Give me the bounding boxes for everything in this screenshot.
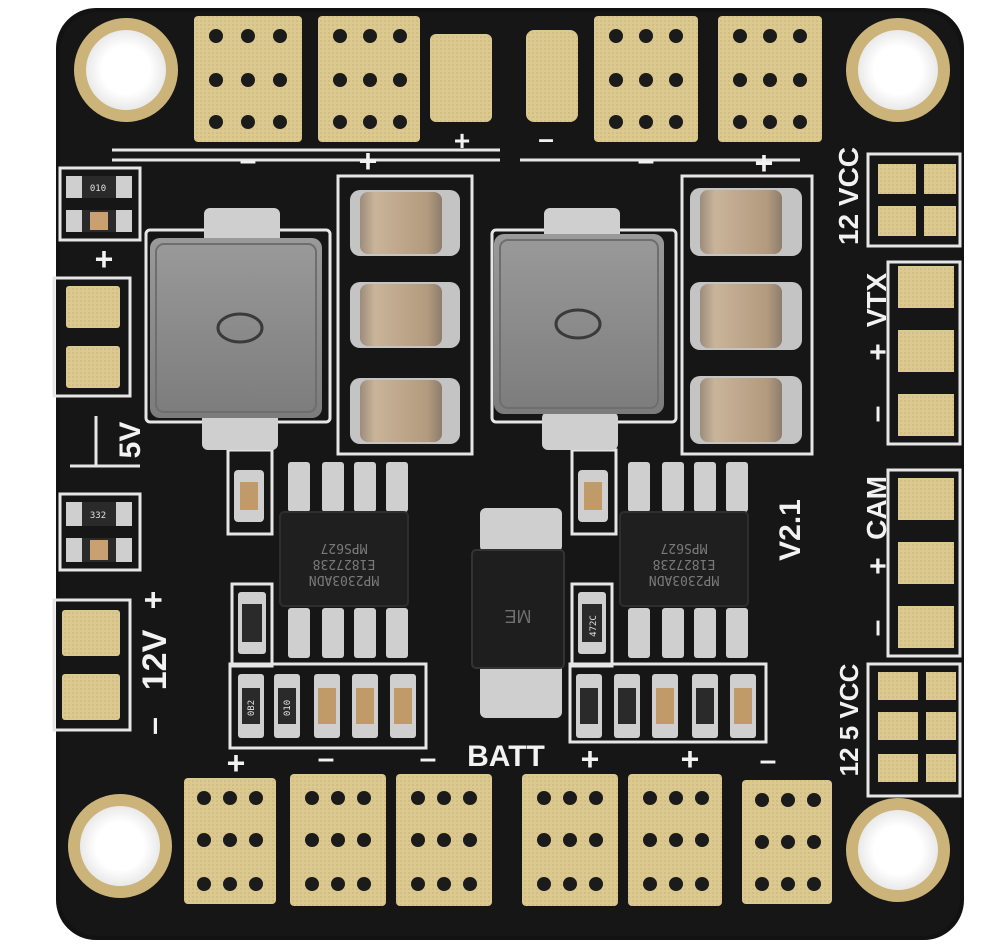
left-pads [62,176,132,720]
pad-vtx-3 [898,394,954,436]
mounting-hole-top-right [846,18,950,122]
label-bottom-minus-1: – [318,742,335,775]
bottom-pad-5 [628,774,722,906]
label-bottom-minus-3: – [760,744,777,777]
res-010-marking: 010 [90,184,106,194]
label-top-plus-pad: + [454,125,470,156]
label-125vcc: 12 5 VCC [834,663,864,776]
top-pad-2 [318,16,420,142]
diode-marking: ME [505,606,532,626]
top-pad-minus [526,30,578,122]
bottom-pad-3 [396,774,492,906]
ic-right-marking: MP2303ADNE1827238MPS627 [649,540,719,587]
regulator-ic-right: MP2303ADNE1827238MPS627 [619,511,749,607]
silkscreen-labels: – + + – – + + 5V 12V + – 12 VCC VTX + – … [95,123,895,781]
mounting-hole-top-left [74,18,178,122]
bottom-pad-4 [522,774,618,906]
bottom-pad-6 [742,780,832,904]
right-pads [878,164,956,782]
pad-vtx-2 [898,330,954,372]
pad-cam-1 [898,478,954,520]
res-0b2-marking: 0B2 [247,700,257,716]
label-cam: CAM [861,476,892,540]
res-332-marking: 332 [90,511,106,521]
regulator-ic-left: MP2303ADNE1827238MPS627 [279,511,409,607]
res-010b-marking: 010 [283,700,293,716]
label-batt: BATT [467,740,545,773]
inductor-left [150,208,322,450]
inductor-right [494,208,664,450]
top-pads [194,16,822,142]
label-12v: 12V [136,629,174,690]
label-top-plus-right: + [755,145,774,181]
label-bottom-plus-2: + [581,741,600,777]
capacitors-right [690,188,802,444]
capacitors-left [350,190,460,444]
bottom-pads [184,774,832,906]
label-cam-plus: + [862,557,895,575]
label-bottom-plus-3: + [681,741,700,777]
small-components [234,462,756,738]
pad-5v-1 [66,286,120,328]
label-vtx: VTX [861,272,892,327]
pad-5v-2 [66,346,120,388]
top-pad-4 [718,16,822,142]
label-top-plus-left: + [359,143,378,179]
label-left-plus: + [95,241,114,277]
label-top-minus-right: – [638,144,655,177]
pad-cam-3 [898,606,954,648]
top-pad-plus [430,34,492,122]
label-version: V2.1 [774,499,807,561]
label-cam-minus: – [860,620,893,637]
top-pad-1 [194,16,302,142]
mounting-hole-bottom-right [846,798,950,902]
label-vtx-minus: – [860,406,893,423]
label-bottom-minus-2: – [420,742,437,775]
label-12v-minus: – [135,717,171,735]
mounting-hole-bottom-left [68,794,172,898]
protection-diode: ME [471,508,565,718]
pad-cam-2 [898,542,954,584]
label-12v-plus: + [135,591,171,610]
label-vtx-plus: + [862,343,895,361]
label-bottom-plus-1: + [227,745,246,781]
label-12vcc: 12 VCC [833,147,864,245]
pad-12v-1 [62,610,120,656]
bottom-pad-1 [184,778,276,904]
label-5v: 5V [114,422,147,459]
top-pad-3 [594,16,698,142]
res-472c-marking: 472C [589,615,599,637]
pad-12v-2 [62,674,120,720]
ic-left-marking: MP2303ADNE1827238MPS627 [309,540,379,587]
resistor-markings: 010 332 472C 010 0B2 [90,184,599,716]
bottom-pad-2 [290,774,386,906]
label-top-minus-pad: – [538,123,554,154]
label-top-minus-left: – [240,144,257,177]
pad-vtx-1 [898,266,954,308]
